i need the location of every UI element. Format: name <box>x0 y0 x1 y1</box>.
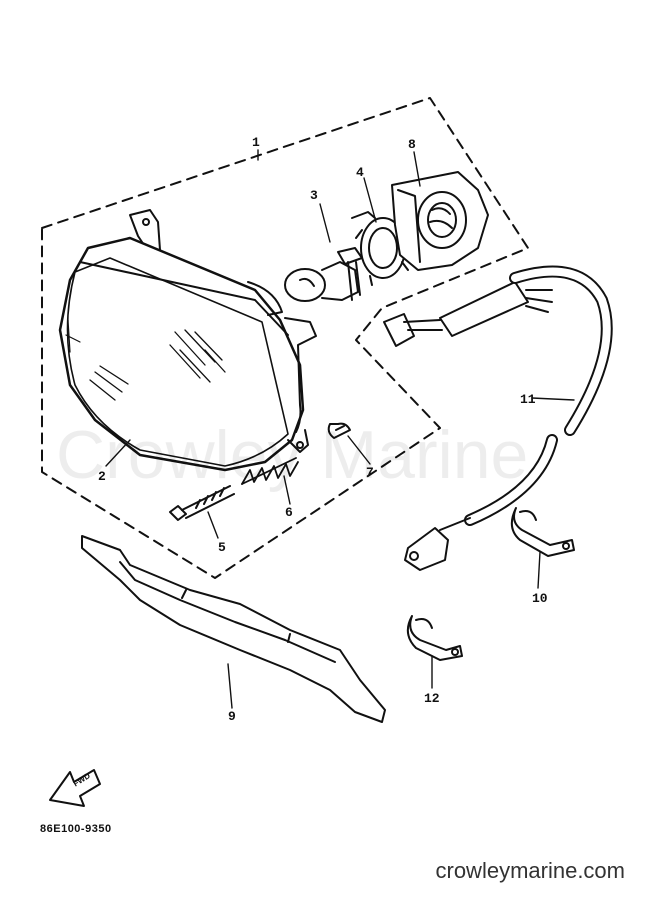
leader-lines <box>105 149 575 709</box>
callout-5: 5 <box>218 540 226 555</box>
clip-7[interactable] <box>327 422 351 439</box>
headlight-unit-2[interactable] <box>58 209 317 472</box>
assembly-boundary-1 <box>41 97 529 579</box>
callout-1: 1 <box>252 135 260 150</box>
clamp-10[interactable] <box>510 507 575 557</box>
callout-3: 3 <box>310 188 318 203</box>
rear-cover-8[interactable] <box>391 171 489 271</box>
clamp-12[interactable] <box>406 615 463 661</box>
wiring-harness-11[interactable] <box>383 265 613 571</box>
bulb-3[interactable] <box>284 247 363 302</box>
bolt-5[interactable] <box>169 485 235 521</box>
bracket-9[interactable] <box>81 535 386 723</box>
site-label: crowleymarine.com <box>435 858 626 883</box>
watermark: Crowley Marine <box>56 417 528 493</box>
callout-4: 4 <box>356 165 364 180</box>
callout-10: 10 <box>532 591 548 606</box>
callout-12: 12 <box>424 691 440 706</box>
callout-11: 11 <box>520 392 536 407</box>
diagram-code: 86E100-9350 <box>40 823 112 835</box>
callout-2: 2 <box>98 469 106 484</box>
callout-6: 6 <box>285 505 293 520</box>
spring-6[interactable] <box>241 457 299 485</box>
fwd-arrow-icon <box>49 769 101 807</box>
callout-7: 7 <box>366 465 374 480</box>
callout-9: 9 <box>228 709 236 724</box>
callout-8: 8 <box>408 137 416 152</box>
